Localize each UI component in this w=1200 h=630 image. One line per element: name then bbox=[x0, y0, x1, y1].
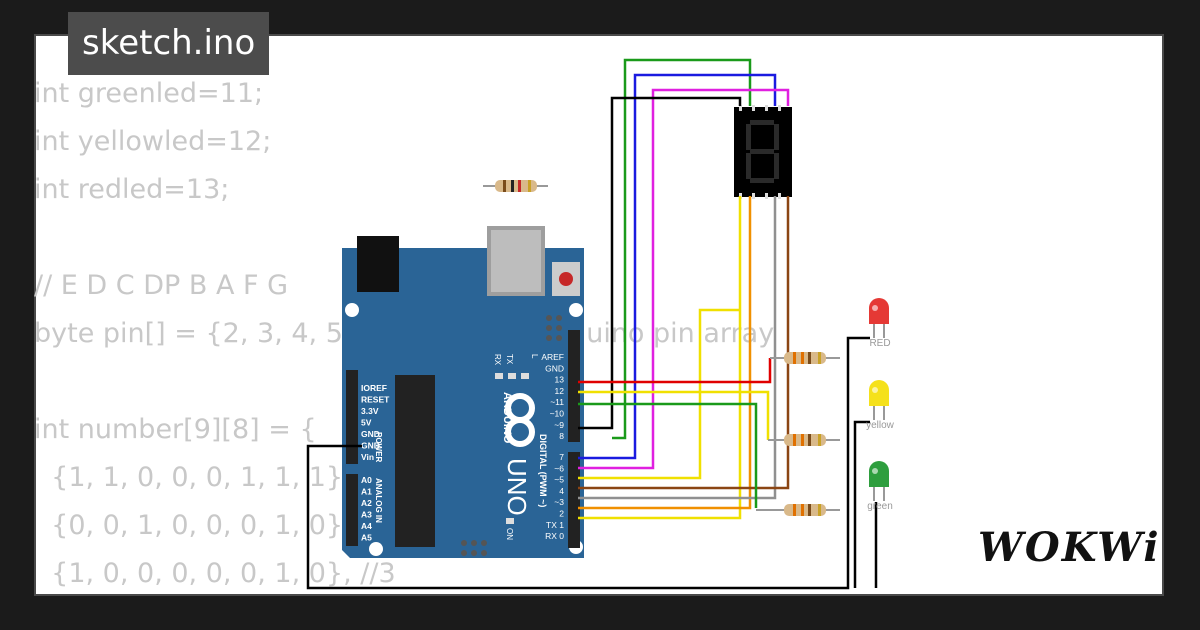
analog-header-label: ANALOG IN bbox=[374, 478, 383, 523]
atmega-chip bbox=[395, 375, 435, 547]
arduino-logo bbox=[505, 393, 535, 447]
led-green[interactable]: green bbox=[867, 461, 893, 512]
pin-label: A0 bbox=[361, 475, 372, 485]
pin-label: RX 0 bbox=[545, 531, 564, 541]
pin-label: Vin bbox=[361, 452, 374, 462]
pin-label: 4 bbox=[559, 486, 564, 496]
code-line: // E D C DP B A F G bbox=[34, 270, 289, 301]
led-label: yellow bbox=[866, 420, 895, 431]
arduino-uno-board[interactable]: ARDUINO UNO DIGITAL (PWM ~) POWER ANALOG… bbox=[342, 226, 584, 558]
pin-label: ~3 bbox=[554, 497, 564, 507]
led-resistors[interactable] bbox=[756, 352, 840, 516]
board-brand: ARDUINO bbox=[501, 392, 513, 444]
pin-label: A4 bbox=[361, 521, 372, 531]
pin-label: ~11 bbox=[550, 397, 564, 407]
pin-label: 13 bbox=[555, 375, 565, 385]
pin-label: ~10 bbox=[550, 409, 565, 419]
tx-led-label: TX bbox=[505, 354, 514, 365]
led-red[interactable]: RED bbox=[869, 298, 891, 349]
code-line: int greenled=11; bbox=[34, 78, 264, 109]
rx-led-label: RX bbox=[493, 354, 502, 366]
board-model: UNO bbox=[502, 458, 532, 516]
code-line: int yellowled=12; bbox=[34, 126, 272, 157]
led-label: green bbox=[867, 501, 893, 512]
pin-label: RESET bbox=[361, 395, 390, 405]
led-label: RED bbox=[869, 338, 890, 349]
code-line: {1, 0, 0, 0, 0, 0, 1, 0}, //3 bbox=[34, 558, 396, 589]
power-header-label: POWER bbox=[374, 432, 383, 462]
digital-header-label: DIGITAL (PWM ~) bbox=[538, 434, 548, 507]
sketch-filename-tab[interactable]: sketch.ino bbox=[68, 12, 270, 75]
seven-segment-display[interactable] bbox=[734, 105, 792, 199]
led-group: RED yellow green bbox=[866, 298, 895, 512]
pin-label: 7 bbox=[559, 452, 564, 462]
simulation-canvas[interactable] bbox=[34, 34, 1164, 596]
led-yellow[interactable]: yellow bbox=[866, 380, 895, 431]
pin-label: 3.3V bbox=[361, 406, 379, 416]
pin-label: 5V bbox=[361, 418, 372, 428]
on-led-label: ON bbox=[505, 528, 514, 540]
pin-label: GND bbox=[361, 441, 380, 451]
code-line: int number[9][8] = { bbox=[34, 414, 317, 445]
loose-resistor[interactable] bbox=[483, 180, 548, 192]
code-line: int redled=13; bbox=[34, 174, 230, 205]
pin-label: A2 bbox=[361, 498, 372, 508]
pin-label: 12 bbox=[555, 386, 565, 396]
pin-label: 8 bbox=[559, 431, 564, 441]
wokwi-logo: WOKWi bbox=[978, 524, 1161, 571]
pin-label: 2 bbox=[559, 509, 564, 519]
l-led-label: L bbox=[530, 354, 539, 359]
pin-label: A5 bbox=[361, 533, 372, 543]
pin-label: A1 bbox=[361, 487, 372, 497]
pin-label: ~6 bbox=[554, 463, 564, 473]
pin-label: ~9 bbox=[554, 420, 564, 430]
pin-label: GND bbox=[361, 429, 380, 439]
pin-label: ~5 bbox=[554, 475, 564, 485]
code-line: {1, 1, 0, 0, 0, 1, 1, 1}, bbox=[34, 462, 352, 493]
pin-label: TX 1 bbox=[546, 520, 564, 530]
pin-label: A3 bbox=[361, 510, 372, 520]
pin-label: GND bbox=[545, 363, 564, 373]
pin-label: IOREF bbox=[361, 383, 387, 393]
pin-label: AREF bbox=[541, 352, 564, 362]
wires bbox=[306, 58, 878, 590]
power-jack bbox=[357, 236, 399, 292]
